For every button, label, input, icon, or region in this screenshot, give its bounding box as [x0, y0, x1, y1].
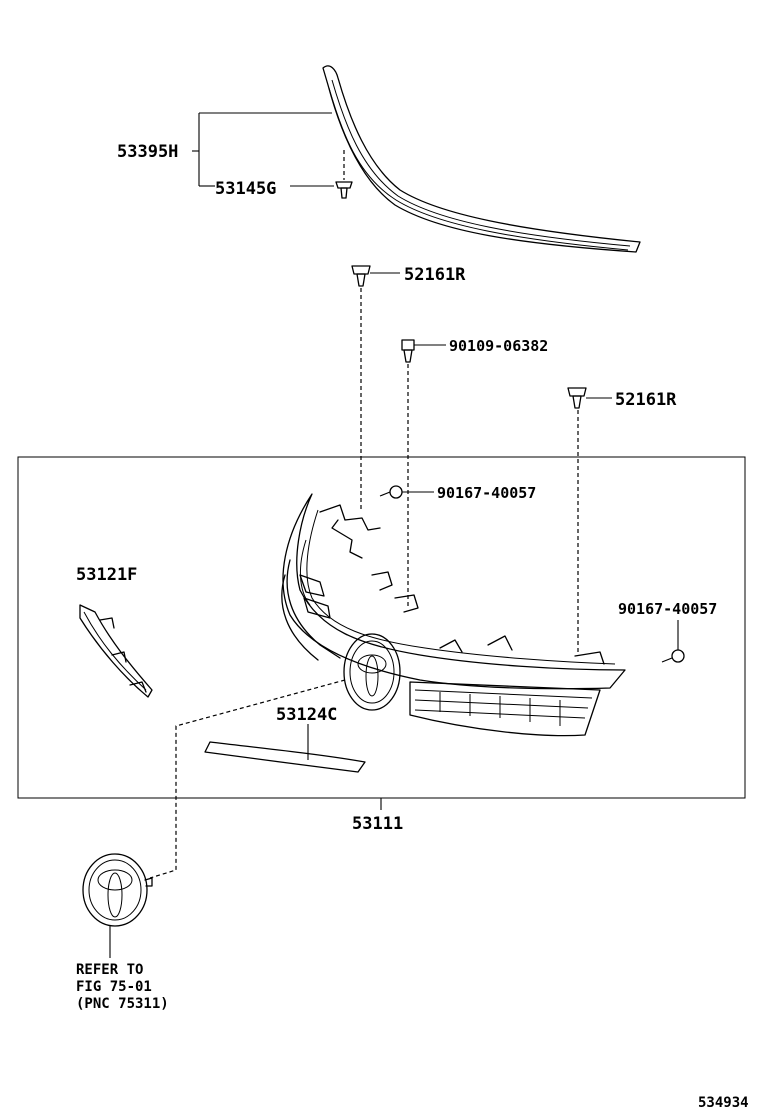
label-refer-line1: REFER TO	[76, 962, 143, 978]
molding-clip-icon	[335, 181, 353, 199]
label-53145G: 53145G	[215, 179, 276, 199]
label-90167-40057-right: 90167-40057	[618, 600, 717, 618]
bracket-leader	[192, 112, 334, 187]
label-refer-line3: (PNC 75311)	[76, 996, 169, 1012]
bolt-right-icon	[661, 649, 685, 663]
side-molding-drawing	[79, 604, 153, 698]
grille-clip-top-icon	[351, 265, 371, 287]
emblem-icon	[82, 853, 153, 927]
label-53124C: 53124C	[276, 705, 337, 725]
bolt-upper-icon	[379, 485, 403, 499]
label-90109-06382: 90109-06382	[449, 337, 548, 355]
lower-molding-drawing	[204, 741, 366, 773]
label-53395H: 53395H	[117, 142, 178, 162]
label-53111: 53111	[352, 814, 403, 834]
grille-clip-right-icon	[567, 387, 587, 409]
label-refer-line2: FIG 75-01	[76, 979, 152, 995]
drawing-number: 534934	[698, 1095, 749, 1111]
screw-icon	[401, 339, 415, 363]
label-90167-40057-upper: 90167-40057	[437, 484, 536, 502]
label-52161R-right: 52161R	[615, 390, 677, 410]
radiator-grille-drawing	[281, 493, 626, 737]
upper-molding-strip	[322, 65, 641, 253]
grille-assembly-frame	[17, 456, 746, 799]
emblem-guide-line	[149, 679, 346, 879]
label-53121F: 53121F	[76, 565, 137, 585]
label-52161R-top: 52161R	[404, 265, 466, 285]
